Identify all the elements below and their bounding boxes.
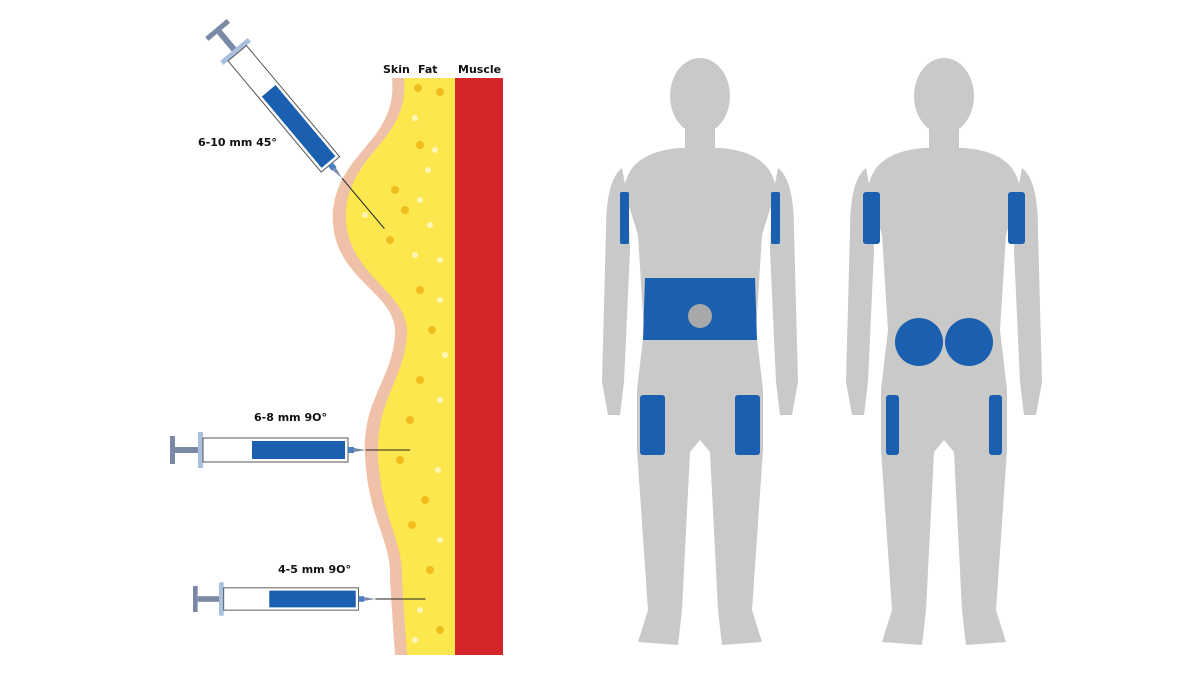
fat-globule	[408, 521, 416, 529]
fat-globule	[416, 286, 424, 294]
syringe-90-degree-medium	[169, 431, 410, 469]
site-thigh-left	[640, 395, 665, 455]
syringe-90-degree-short	[192, 581, 426, 617]
fat-globule	[396, 456, 404, 464]
fat-globule	[421, 496, 429, 504]
fat-globule	[436, 626, 444, 634]
site-upper-arm-left	[620, 192, 629, 244]
fat-globule	[412, 115, 418, 121]
site-upper-arm-right	[771, 192, 780, 244]
fat-globule	[428, 326, 436, 334]
site-buttock-right	[945, 318, 993, 366]
site-back-thigh-right	[989, 395, 1002, 455]
site-back-thigh-left	[886, 395, 899, 455]
fat-layer	[345, 78, 455, 655]
label-injection-90-short: 4-5 mm 9O°	[278, 563, 351, 576]
site-buttock-left	[895, 318, 943, 366]
fat-globule	[432, 147, 438, 153]
fat-globule	[406, 416, 414, 424]
fat-globule	[416, 141, 424, 149]
skin-cross-section	[332, 78, 503, 655]
site-back-upper-arm-left	[863, 192, 880, 244]
fat-globule	[427, 222, 433, 228]
body-back-view	[846, 58, 1042, 645]
fat-globule	[401, 206, 409, 214]
fat-globule	[417, 607, 423, 613]
fat-globule	[412, 637, 418, 643]
fat-globule	[426, 566, 434, 574]
fat-globule	[362, 212, 368, 218]
body-front-view	[602, 58, 798, 645]
fat-globule	[386, 236, 394, 244]
label-injection-90-medium: 6-8 mm 9O°	[254, 411, 327, 424]
fat-globules	[362, 84, 448, 643]
site-back-upper-arm-right	[1008, 192, 1025, 244]
fat-globule	[437, 537, 443, 543]
label-injection-45: 6-10 mm 45°	[198, 136, 277, 149]
fat-globule	[437, 397, 443, 403]
fat-globule	[442, 352, 448, 358]
fat-globule	[391, 186, 399, 194]
navel-exclusion-zone	[688, 304, 712, 328]
fat-globule	[414, 84, 422, 92]
fat-globule	[436, 88, 444, 96]
fat-globule	[425, 167, 431, 173]
fat-globule	[435, 467, 441, 473]
muscle-layer	[455, 78, 503, 655]
fat-globule	[437, 297, 443, 303]
fat-globule	[416, 376, 424, 384]
label-skin: Skin	[383, 63, 410, 76]
label-fat: Fat	[418, 63, 438, 76]
label-muscle: Muscle	[458, 63, 501, 76]
syringe-45-degree	[201, 15, 385, 230]
site-thigh-right	[735, 395, 760, 455]
fat-globule	[437, 257, 443, 263]
fat-globule	[417, 197, 423, 203]
fat-globule	[412, 252, 418, 258]
